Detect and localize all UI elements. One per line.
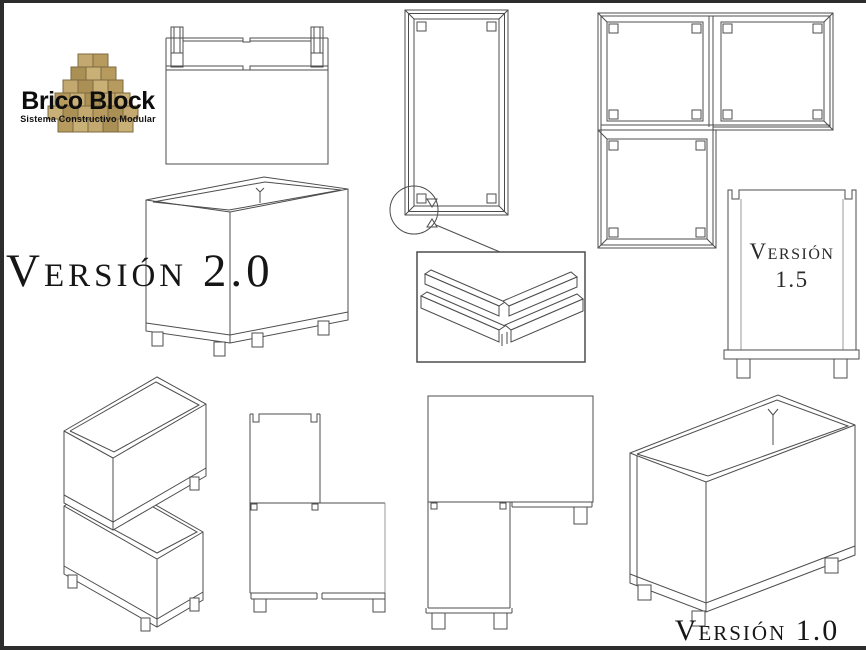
figure-corner-joint-detail <box>416 251 586 363</box>
figure-version20-isometric-box <box>145 176 349 357</box>
sheet-border-left <box>0 0 4 650</box>
figure-vertical-frame <box>404 9 509 216</box>
logo-title: Brico Block <box>21 87 155 115</box>
figure-l-stack-front-view <box>249 413 386 613</box>
figure-version15-cabinet <box>723 189 860 379</box>
figure-l-shaped-frame-assembly <box>597 12 834 249</box>
label-version-1-0: Versión 1.0 <box>674 614 840 647</box>
label-version-1-5-line1: Versión <box>749 239 835 264</box>
label-version-1-5-line2: 1.5 <box>775 266 809 292</box>
blocks-pyramid-icon <box>47 53 139 133</box>
figure-front-view-open-box <box>165 26 329 165</box>
figure-detail-callout <box>389 185 501 253</box>
label-version-2-0: Versión 2.0 <box>6 245 274 297</box>
sheet-border-bottom <box>0 646 866 650</box>
figure-inverted-l-stack-front-view <box>425 395 594 630</box>
figure-stacked-offset-boxes <box>63 376 207 632</box>
figure-version10-isometric-box <box>629 394 856 627</box>
logo-subtitle: Sistema Constructivo Modular <box>20 114 156 124</box>
label-version-1-5: Versión 1.5 <box>728 238 856 293</box>
sheet-border-top <box>0 0 866 3</box>
brand-logo: Brico Block Sistema Constructivo Modular <box>4 48 172 140</box>
